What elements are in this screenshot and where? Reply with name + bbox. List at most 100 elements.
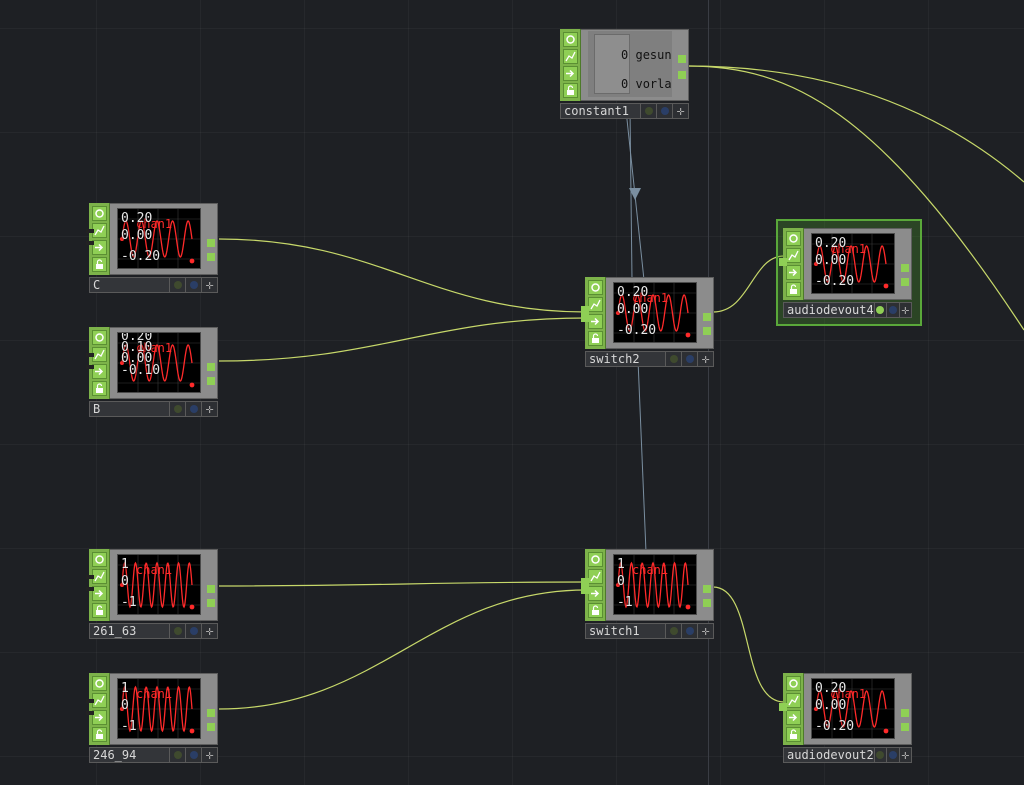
viewer-flag-icon[interactable] bbox=[587, 552, 603, 567]
cook-indicator[interactable] bbox=[169, 748, 185, 762]
input-port[interactable] bbox=[779, 258, 787, 266]
lock-flag-icon[interactable] bbox=[785, 282, 801, 297]
clone-indicator[interactable] bbox=[886, 748, 898, 762]
node-name[interactable]: audiodevout2 bbox=[784, 748, 874, 762]
output-port[interactable] bbox=[703, 327, 711, 335]
clone-indicator[interactable] bbox=[681, 352, 697, 366]
node-name[interactable]: C bbox=[90, 278, 169, 292]
clone-indicator[interactable] bbox=[681, 624, 697, 638]
add-icon[interactable]: ✛ bbox=[201, 402, 217, 417]
output-port[interactable] bbox=[678, 71, 686, 79]
output-port[interactable] bbox=[901, 278, 909, 286]
display-flag-icon[interactable] bbox=[91, 586, 107, 601]
cook-indicator[interactable] bbox=[640, 104, 656, 118]
bypass-flag-icon[interactable] bbox=[785, 248, 801, 263]
display-flag-icon[interactable] bbox=[562, 66, 578, 81]
node-name[interactable]: 246_94 bbox=[90, 748, 169, 762]
bypass-flag-icon[interactable] bbox=[587, 569, 603, 584]
input-port[interactable] bbox=[581, 306, 589, 314]
clone-indicator[interactable] bbox=[886, 303, 898, 317]
display-flag-icon[interactable] bbox=[785, 265, 801, 280]
node-constant1[interactable]: 0 gesund 0 vorlage constant1 ✛ bbox=[560, 29, 689, 119]
lock-flag-icon[interactable] bbox=[587, 603, 603, 618]
add-icon[interactable]: ✛ bbox=[898, 748, 911, 763]
add-icon[interactable]: ✛ bbox=[697, 624, 713, 639]
node-name[interactable]: B bbox=[90, 402, 169, 416]
display-flag-icon[interactable] bbox=[785, 710, 801, 725]
input-port-empty[interactable] bbox=[86, 353, 94, 357]
add-icon[interactable]: ✛ bbox=[201, 748, 217, 763]
output-port[interactable] bbox=[207, 723, 215, 731]
output-port[interactable] bbox=[901, 264, 909, 272]
cook-indicator[interactable] bbox=[665, 624, 681, 638]
add-icon[interactable]: ✛ bbox=[201, 624, 217, 639]
add-icon[interactable]: ✛ bbox=[898, 303, 911, 318]
input-port[interactable] bbox=[581, 578, 589, 586]
output-port[interactable] bbox=[207, 253, 215, 261]
viewer-flag-icon[interactable] bbox=[91, 676, 107, 691]
output-port[interactable] bbox=[207, 599, 215, 607]
node-name[interactable]: switch1 bbox=[586, 624, 665, 638]
output-port[interactable] bbox=[207, 239, 215, 247]
output-port[interactable] bbox=[207, 363, 215, 371]
add-icon[interactable]: ✛ bbox=[697, 352, 713, 367]
output-port[interactable] bbox=[703, 585, 711, 593]
viewer-flag-icon[interactable] bbox=[785, 231, 801, 246]
input-port-empty[interactable] bbox=[86, 587, 94, 591]
node-name[interactable]: switch2 bbox=[586, 352, 665, 366]
cook-indicator[interactable] bbox=[873, 748, 886, 762]
input-port[interactable] bbox=[581, 586, 589, 594]
lock-flag-icon[interactable] bbox=[91, 381, 107, 396]
clone-indicator[interactable] bbox=[656, 104, 672, 118]
display-flag-icon[interactable] bbox=[587, 586, 603, 601]
viewer-flag-icon[interactable] bbox=[91, 206, 107, 221]
output-port[interactable] bbox=[207, 585, 215, 593]
clone-indicator[interactable] bbox=[185, 748, 201, 762]
viewer-flag-icon[interactable] bbox=[91, 552, 107, 567]
node-name[interactable]: audiodevout4 bbox=[784, 303, 874, 317]
input-port-empty[interactable] bbox=[86, 699, 94, 703]
clone-indicator[interactable] bbox=[185, 402, 201, 416]
bypass-flag-icon[interactable] bbox=[587, 297, 603, 312]
output-port[interactable] bbox=[901, 709, 909, 717]
node-name[interactable]: constant1 bbox=[561, 104, 640, 118]
clone-indicator[interactable] bbox=[185, 278, 201, 292]
lock-flag-icon[interactable] bbox=[91, 727, 107, 742]
viewer-flag-icon[interactable] bbox=[785, 676, 801, 691]
input-port-empty[interactable] bbox=[86, 711, 94, 715]
bypass-flag-icon[interactable] bbox=[785, 693, 801, 708]
cook-indicator[interactable] bbox=[169, 402, 185, 416]
node-name[interactable]: 261_63 bbox=[90, 624, 169, 638]
display-flag-icon[interactable] bbox=[91, 710, 107, 725]
output-port[interactable] bbox=[678, 55, 686, 63]
bypass-flag-icon[interactable] bbox=[562, 49, 578, 64]
lock-flag-icon[interactable] bbox=[91, 257, 107, 272]
input-port-empty[interactable] bbox=[86, 575, 94, 579]
input-port[interactable] bbox=[779, 703, 787, 711]
output-port[interactable] bbox=[207, 377, 215, 385]
clone-indicator[interactable] bbox=[185, 624, 201, 638]
cook-indicator[interactable] bbox=[873, 303, 886, 317]
output-port[interactable] bbox=[207, 709, 215, 717]
lock-flag-icon[interactable] bbox=[785, 727, 801, 742]
input-port[interactable] bbox=[581, 314, 589, 322]
cook-indicator[interactable] bbox=[169, 278, 185, 292]
output-port[interactable] bbox=[703, 313, 711, 321]
viewer-flag-icon[interactable] bbox=[91, 330, 107, 345]
input-port-empty[interactable] bbox=[86, 229, 94, 233]
viewer-flag-icon[interactable] bbox=[562, 32, 578, 47]
display-flag-icon[interactable] bbox=[91, 240, 107, 255]
viewer-flag-icon[interactable] bbox=[587, 280, 603, 295]
lock-flag-icon[interactable] bbox=[562, 83, 578, 98]
add-icon[interactable]: ✛ bbox=[201, 278, 217, 293]
lock-flag-icon[interactable] bbox=[587, 331, 603, 346]
cook-indicator[interactable] bbox=[169, 624, 185, 638]
input-port-empty[interactable] bbox=[86, 241, 94, 245]
display-flag-icon[interactable] bbox=[91, 364, 107, 379]
